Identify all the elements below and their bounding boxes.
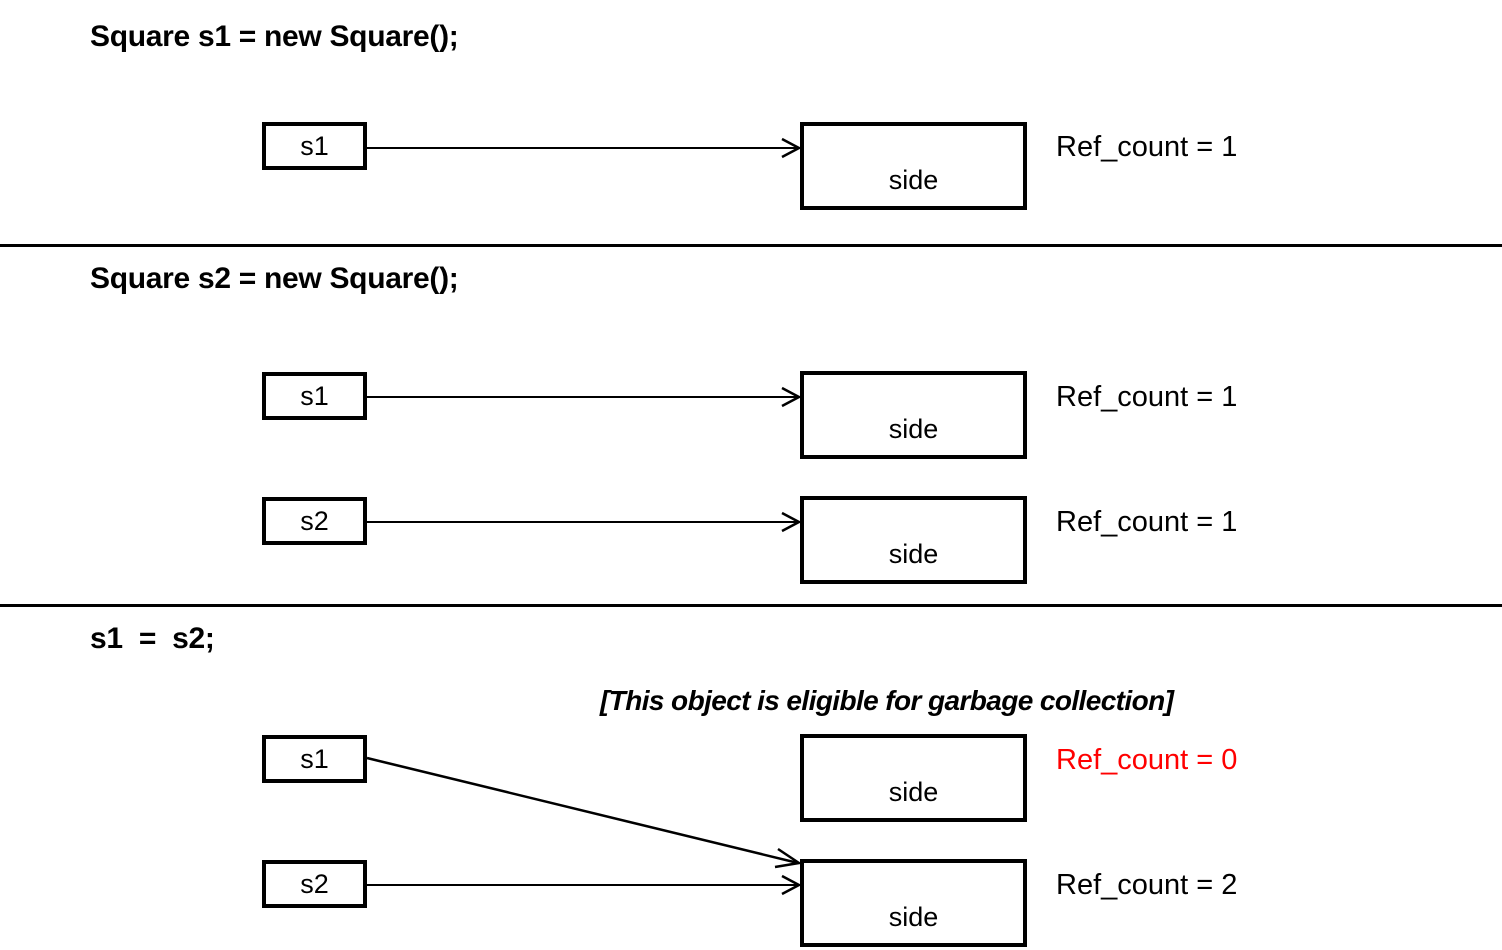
ref-count-label-section-2-row-1: Ref_count = 1: [1056, 381, 1238, 413]
reference-box-label: s2: [300, 868, 329, 899]
ref-count-label-section-2-row-2: Ref_count = 1: [1056, 506, 1238, 538]
reference-box-s1-section-2: s1: [262, 372, 367, 420]
section-1-code-header: Square s1 = new Square();: [90, 20, 459, 53]
arrow-s2-to-side-section-3: [367, 874, 802, 896]
object-box-side-section-2-row-2: side: [800, 496, 1027, 584]
section-2-code-header: Square s2 = new Square();: [90, 262, 459, 295]
arrow-s2-to-side-section-2: [367, 511, 802, 533]
garbage-collection-note: [This object is eligible for garbage col…: [600, 685, 1174, 716]
ref-count-label-section-1-row-1: Ref_count = 1: [1056, 131, 1238, 163]
object-box-label: side: [888, 539, 939, 569]
section-divider-1: [0, 244, 1502, 247]
object-box-label: side: [888, 902, 939, 932]
arrow-s1-to-side-section-3-diagonal: [366, 756, 803, 869]
ref-count-label-section-3-row-2: Ref_count = 2: [1056, 869, 1238, 901]
section-3-code-header: s1 = s2;: [90, 622, 215, 655]
section-divider-2: [0, 604, 1502, 607]
object-box-label: side: [888, 777, 939, 807]
arrow-s1-to-side-section-1: [367, 137, 802, 159]
object-box-side-section-1: side: [800, 122, 1027, 210]
object-box-label: side: [888, 414, 939, 444]
reference-box-s1-section-1: s1: [262, 122, 367, 170]
arrow-s1-to-side-section-2: [367, 386, 802, 408]
ref-count-label-section-3-row-1: Ref_count = 0: [1056, 744, 1238, 776]
object-box-side-section-3-row-1: side: [800, 734, 1027, 822]
reference-box-label: s1: [300, 743, 329, 774]
object-box-label: side: [888, 165, 939, 195]
reference-box-label: s1: [300, 130, 329, 161]
reference-box-s1-section-3: s1: [262, 735, 367, 783]
object-box-side-section-2-row-1: side: [800, 371, 1027, 459]
reference-box-label: s2: [300, 505, 329, 536]
object-box-side-section-3-row-2: side: [800, 859, 1027, 947]
reference-box-s2-section-2: s2: [262, 497, 367, 545]
reference-box-s2-section-3: s2: [262, 860, 367, 908]
reference-box-label: s1: [300, 380, 329, 411]
